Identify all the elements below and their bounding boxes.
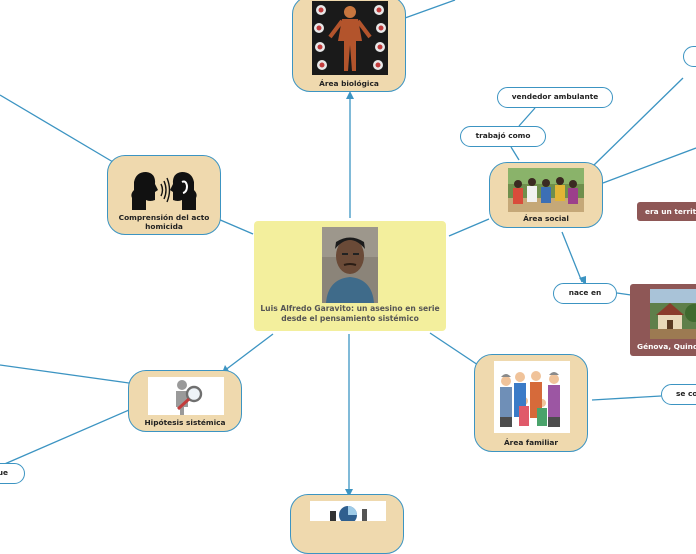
connector-lines [0, 0, 696, 497]
tag-era-un-territorio[interactable]: era un territo [637, 202, 696, 221]
node-comprension-acto-homicida[interactable]: Comprensión del acto homicida [107, 155, 221, 235]
magnifier-figure-icon [148, 377, 224, 415]
pill-vendedor-ambulante[interactable]: vendedor ambulante [497, 87, 613, 108]
town-photo-icon [650, 289, 696, 339]
pill-nace-en[interactable]: nace en [553, 283, 617, 304]
node-label: Comprensión del acto homicida [118, 213, 210, 231]
node-area-biologica[interactable]: Área biológica [292, 0, 406, 92]
node-hipotesis-sistemica[interactable]: Hipótesis sistémica [128, 370, 242, 432]
pill-se-co[interactable]: se co [661, 384, 696, 405]
people-gathering-photo-icon [508, 168, 584, 212]
node-label: Área social [523, 214, 569, 223]
infographic-icon [310, 501, 386, 521]
node-area-social[interactable]: Área social [489, 162, 603, 228]
pill-trabajo-como[interactable]: trabajó como [460, 126, 546, 147]
tag-label: Génova, Quindi [637, 342, 696, 351]
pill-que[interactable]: que [0, 463, 25, 484]
central-title: Luis Alfredo Garavito: un asesino en ser… [260, 304, 440, 323]
node-label: Área familiar [503, 438, 559, 447]
node-area-familiar[interactable]: Área familiar [474, 354, 588, 452]
node-label: Hipótesis sistémica [144, 418, 226, 427]
tag-genova-quindio[interactable]: Génova, Quindi [630, 284, 696, 356]
two-heads-listening-icon [131, 172, 197, 210]
node-label: Área biológica [319, 79, 379, 88]
portrait-photo-icon [322, 227, 378, 303]
anatomy-illustration-icon [312, 1, 388, 75]
central-node[interactable]: Luis Alfredo Garavito: un asesino en ser… [254, 221, 446, 331]
pill-top-right[interactable] [683, 46, 696, 67]
family-illustration-icon [494, 361, 570, 433]
node-bottom[interactable] [290, 494, 404, 554]
